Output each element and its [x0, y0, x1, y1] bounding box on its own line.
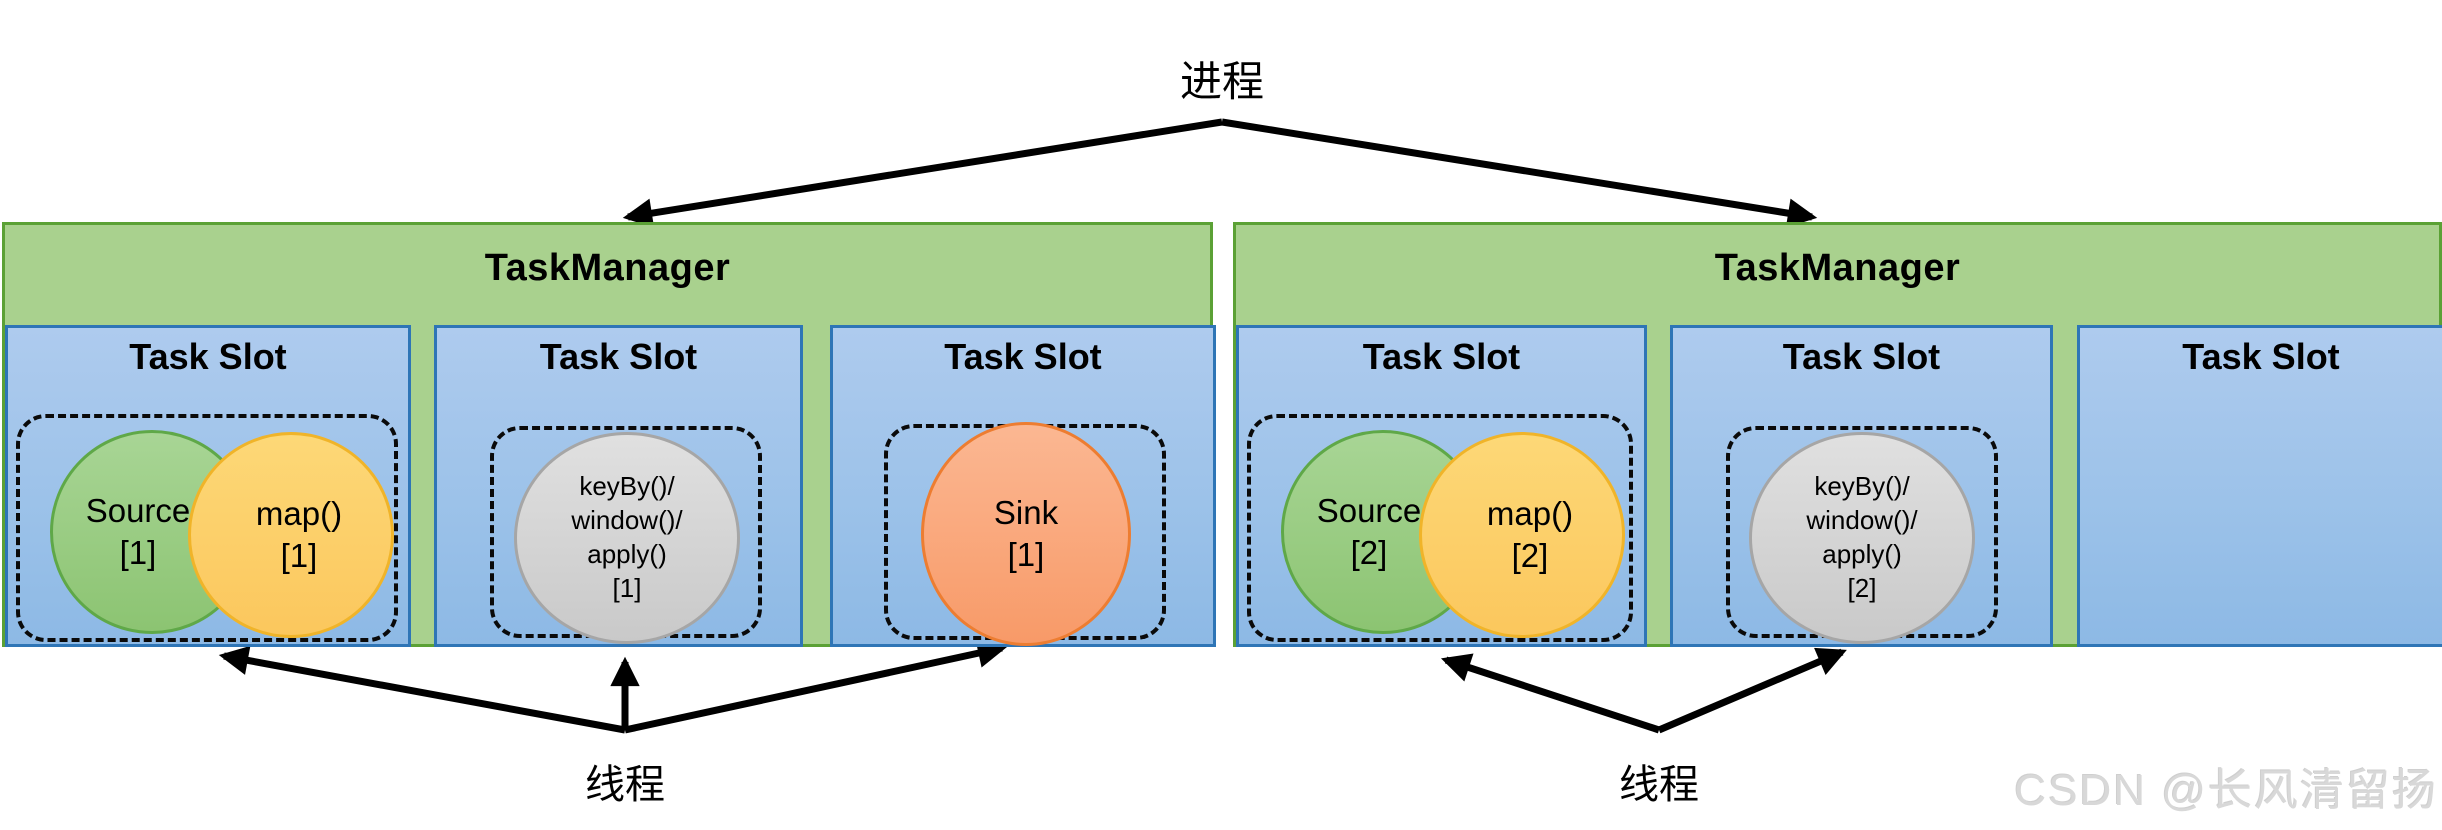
tm1-keyby-label: keyBy()/ window()/ apply() [1]: [571, 471, 683, 603]
thread-arrow-right-2: [1657, 647, 1847, 734]
tm2-keyby-label: keyBy()/ window()/ apply() [2]: [1806, 471, 1918, 603]
tm2-task-slot-2: Task Slot keyBy()/ window()/ apply() [2]: [1670, 325, 2053, 647]
tm2-task-slot-1: Task Slot Source [2] map() [2]: [1236, 325, 1647, 647]
process-arrow-left: [622, 118, 1223, 228]
taskmanager-2-title: TaskManager: [1714, 247, 1961, 289]
thread-arrow-right-1: [1440, 653, 1661, 734]
process-arrow-right: [1221, 118, 1818, 228]
thread-label-right: 线程: [1619, 763, 1699, 807]
thread-arrow-left-3: [624, 638, 1008, 734]
csdn-watermark: CSDN @长风清留扬: [2014, 766, 2438, 815]
tm1-map-label: map() [1]: [255, 494, 343, 574]
tm2-source-label: Source [2]: [1316, 491, 1422, 571]
tm1-slot3-title: Task Slot: [944, 336, 1102, 377]
tm1-task-slot-3: Task Slot Sink [1]: [830, 325, 1216, 647]
tm2-slot1-thread-outline: [1247, 414, 1633, 642]
tm1-task-slot-2: Task Slot keyBy()/ window()/ apply() [1]: [434, 325, 803, 647]
tm1-slot1-title: Task Slot: [129, 336, 287, 377]
thread-arrow-left-1: [218, 645, 626, 734]
tm2-task-slot-3: Task Slot: [2077, 325, 2442, 647]
tm2-map-label: map() [2]: [1486, 494, 1574, 574]
tm1-sink-operator: Sink [1]: [921, 422, 1131, 646]
tm1-map-operator: map() [1]: [188, 432, 394, 638]
taskmanager-1: TaskManager Task Slot Source [1] map() […: [2, 222, 1216, 647]
tm1-task-slot-1: Task Slot Source [1] map() [1]: [5, 325, 411, 647]
tm2-map-operator: map() [2]: [1419, 432, 1625, 638]
tm1-slot2-title: Task Slot: [539, 336, 698, 377]
tm2-keyby-operator: keyBy()/ window()/ apply() [2]: [1749, 432, 1975, 644]
tm2-slot2-title: Task Slot: [1782, 336, 1941, 377]
tm1-sink-label: Sink [1]: [993, 493, 1059, 573]
tm2-slot1-title: Task Slot: [1362, 336, 1521, 377]
tm2-slot3-title: Task Slot: [2182, 336, 2340, 377]
taskmanager-1-title: TaskManager: [484, 247, 731, 289]
taskmanager-2: TaskManager Task Slot Source [2] map() […: [1233, 222, 2442, 647]
tm1-slot1-thread-outline: [16, 414, 398, 642]
process-label: 进程: [1179, 58, 1265, 105]
tm1-source-label: Source [1]: [85, 491, 191, 571]
tm1-keyby-operator: keyBy()/ window()/ apply() [1]: [514, 432, 740, 644]
thread-label-left: 线程: [585, 763, 665, 807]
